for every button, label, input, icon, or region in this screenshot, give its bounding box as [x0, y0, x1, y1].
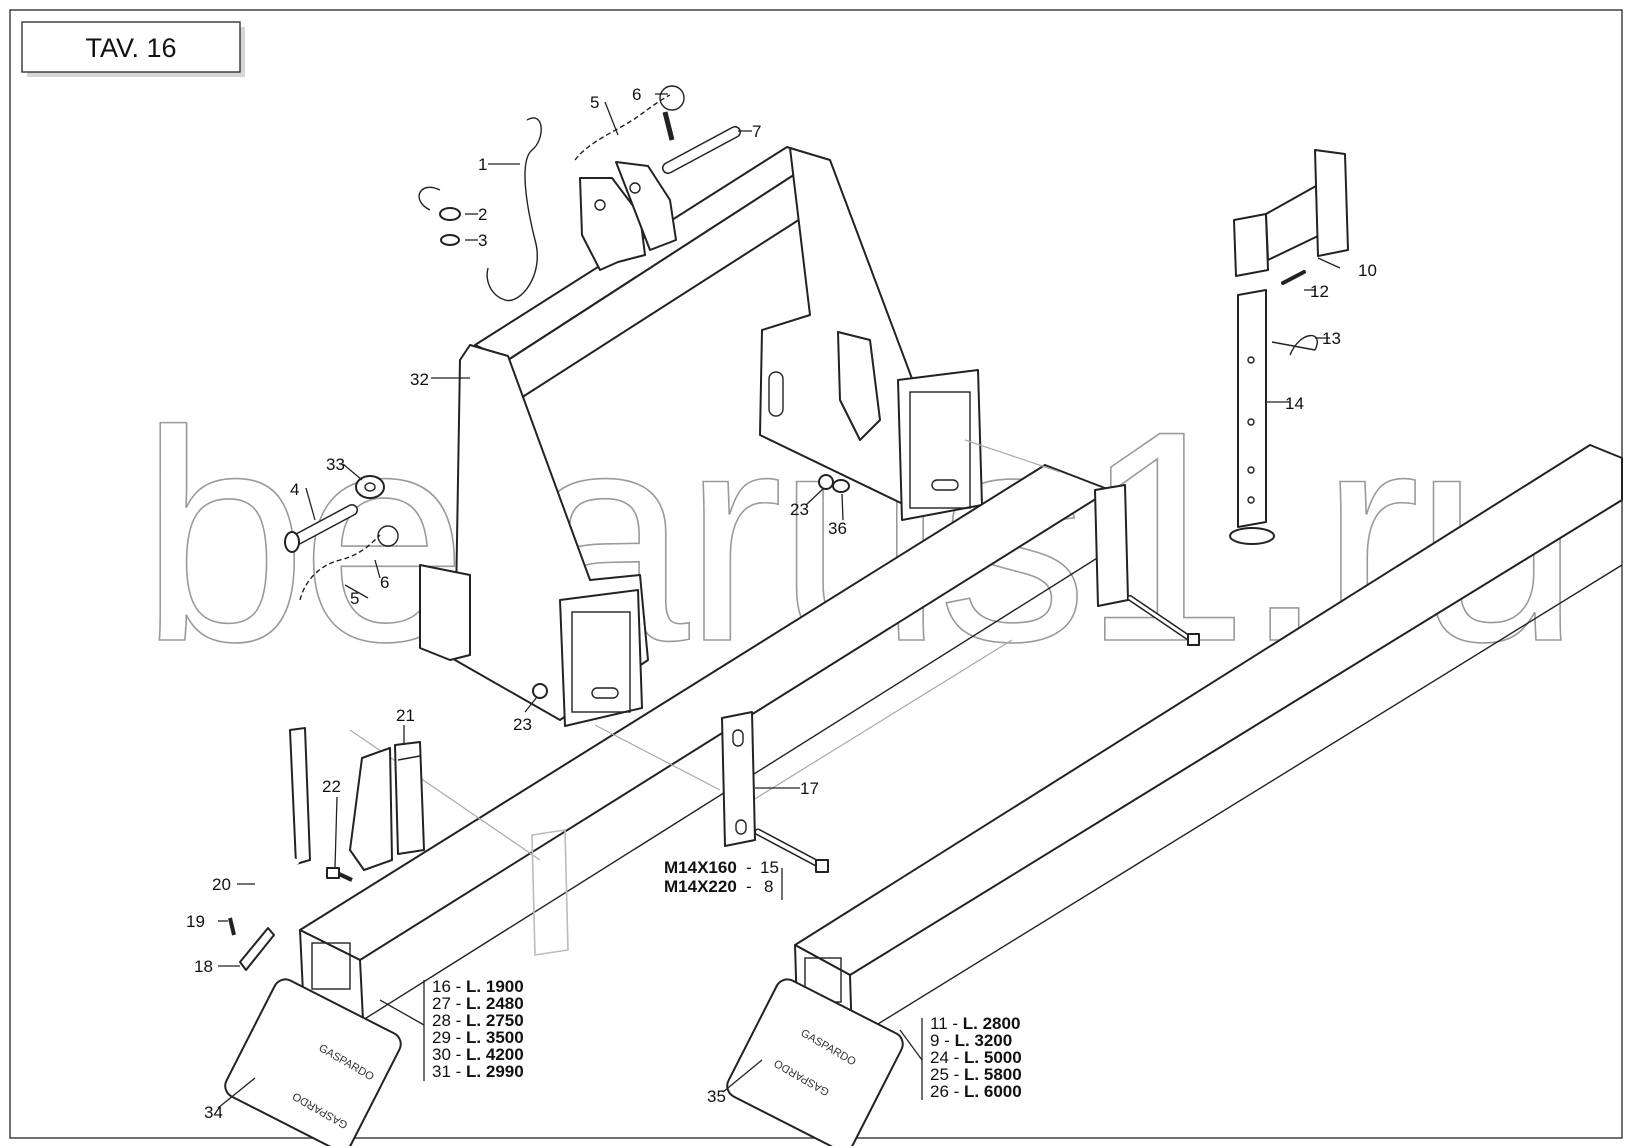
- callout-20: 20: [212, 875, 231, 894]
- point-18: [239, 927, 275, 971]
- chain-5: [574, 94, 671, 161]
- callout-6: 6: [380, 573, 389, 592]
- page-title: TAV. 16: [85, 33, 176, 63]
- callout-33: 33: [326, 455, 345, 474]
- clamp-ghost: [531, 829, 569, 956]
- callout-23: 23: [513, 715, 532, 734]
- washer-33: [355, 475, 385, 499]
- spring-tine-20: [230, 727, 311, 978]
- callout-5: 5: [350, 589, 359, 608]
- bolt-ref: 15: [760, 858, 779, 877]
- bolt-spec: M14X160 - 15 M14X220 - 8: [664, 858, 779, 896]
- end-plate-35: GASPARDO GASPARDO: [726, 978, 904, 1146]
- end-plate-34: GASPARDO GASPARDO: [224, 978, 402, 1146]
- u-clamp-right: [1094, 484, 1200, 646]
- callout-21: 21: [396, 706, 415, 725]
- bolt-ref: 8: [764, 877, 773, 896]
- callout-14: 14: [1285, 394, 1304, 413]
- nut-23-upper: [818, 474, 834, 490]
- beam-length-row: 30 - L. 4200: [432, 1045, 524, 1064]
- title-box: TAV. 16: [21, 21, 245, 77]
- callout-17: 17: [800, 779, 819, 798]
- callout-32: 32: [410, 370, 429, 389]
- callout-4: 4: [290, 480, 299, 499]
- beam-length-row: 31 - L. 2990: [432, 1062, 524, 1081]
- u-clamp-17: [721, 711, 756, 847]
- beam-length-row: 16 - L. 1900: [432, 977, 524, 996]
- beam-length-row: 9 - L. 3200: [930, 1031, 1012, 1050]
- callout-35: 35: [707, 1087, 726, 1106]
- leader-lines: [217, 93, 1341, 1109]
- lynch-pin-6: [659, 85, 685, 141]
- clip-13: [1271, 334, 1318, 356]
- callout-18: 18: [194, 957, 213, 976]
- washer-36: [832, 479, 850, 493]
- chain-5-lower: [299, 525, 399, 601]
- callout-7: 7: [752, 122, 761, 141]
- svg-text:-: -: [746, 877, 752, 896]
- callout-36: 36: [828, 519, 847, 538]
- beam-length-row: 24 - L. 5000: [930, 1048, 1022, 1067]
- callout-10: 10: [1358, 261, 1377, 280]
- pin-4: [284, 504, 358, 553]
- beam-length-row: 27 - L. 2480: [432, 994, 524, 1013]
- callout-3: 3: [478, 231, 487, 250]
- pin-7: [662, 126, 741, 174]
- hook-1: [486, 117, 542, 302]
- bolt-15-8: [754, 828, 829, 873]
- callout-1: 1: [478, 155, 487, 174]
- washer-3: [440, 234, 460, 246]
- svg-text:-: -: [746, 858, 752, 877]
- callout-19: 19: [186, 912, 205, 931]
- callout-23: 23: [790, 500, 809, 519]
- callout-13: 13: [1322, 329, 1341, 348]
- callout-12: 12: [1310, 282, 1329, 301]
- callout-2: 2: [478, 205, 487, 224]
- hitch-frame: [419, 146, 983, 727]
- callout-labels: 1 2 3 4 5 5 6 6 7 10 12 13 14 17 18 19 2…: [186, 85, 1377, 1122]
- callout-5: 5: [590, 93, 599, 112]
- post-bracket: [1233, 149, 1349, 277]
- bolt-size: M14X220: [664, 877, 737, 896]
- callout-22: 22: [322, 777, 341, 796]
- beam-length-row: 29 - L. 3500: [432, 1028, 524, 1047]
- tine-bracket-21: [349, 741, 425, 871]
- bolt-size: M14X160: [664, 858, 737, 877]
- callout-6: 6: [632, 85, 641, 104]
- support-post: [1229, 289, 1275, 545]
- bolt-19: [228, 917, 236, 936]
- beam-length-row: 26 - L. 6000: [930, 1082, 1022, 1101]
- beam-length-row: 25 - L. 5800: [930, 1065, 1022, 1084]
- beam-length-row: 28 - L. 2750: [432, 1011, 524, 1030]
- beam-length-row: 11 - L. 2800: [930, 1014, 1020, 1033]
- callout-34: 34: [204, 1103, 223, 1122]
- nut-23-lower: [532, 683, 548, 699]
- pin-12: [1281, 270, 1306, 285]
- assembly-lines: [349, 439, 1061, 861]
- bolt-22: [326, 867, 353, 882]
- ring-2: [418, 186, 461, 221]
